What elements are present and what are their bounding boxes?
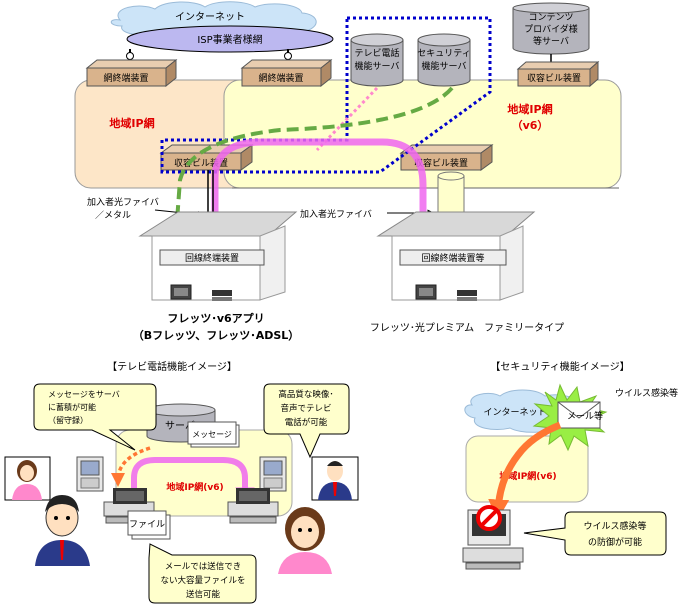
svg-text:コンテンツ: コンテンツ [528, 12, 573, 23]
message-document: メッセージ [187, 421, 240, 448]
region-right-label-v6: （v6） [512, 119, 549, 132]
svg-text:ファイル: ファイル [129, 520, 165, 530]
svg-text:プロバイダ様: プロバイダ様 [524, 23, 578, 35]
bubble-large-file: メールでは送信でき ない大容量ファイルを 送信可能 [148, 543, 257, 604]
isp-backbone: ISP事業者様網 [126, 25, 334, 53]
virus-traffic-arrow [488, 421, 562, 521]
svg-text:（留守録）: （留守録） [48, 415, 88, 425]
svg-text:／メタル: ／メタル [95, 210, 131, 221]
security-server: セキュリティ 機能サーバ [417, 33, 471, 87]
house-right: 回線終端装置等 [376, 211, 536, 301]
video-phone-right [259, 456, 287, 492]
svg-text:送信可能: 送信可能 [186, 589, 221, 600]
video-phone-left [76, 456, 104, 492]
edge-device-left: 網終端装置 [85, 58, 178, 88]
virus-label: ウイルス感染等 [615, 387, 678, 399]
svg-text:高品質な映像･: 高品質な映像･ [278, 389, 333, 400]
svg-text:メッセージをサーバ: メッセージをサーバ [48, 390, 120, 399]
svg-text:セキュリティ: セキュリティ [417, 48, 470, 59]
tv-peer-arrow [131, 457, 255, 507]
building-device-mid: 収容ビル装置 [399, 144, 494, 171]
svg-text:メールでは送信でき: メールでは送信でき [165, 561, 242, 572]
pc-right [227, 488, 279, 524]
mail-envelope: メール等 [557, 401, 603, 429]
svg-text:メッセージ: メッセージ [192, 430, 232, 439]
house-left: 回線終端装置 [138, 211, 298, 301]
svg-text:収容ビル装置: 収容ビル装置 [527, 72, 581, 84]
building-device-top: 収容ビル装置 [516, 60, 600, 88]
security-traffic-arrow [168, 86, 454, 255]
file-document: ファイル [127, 510, 171, 540]
svg-text:メール等: メール等 [567, 410, 603, 422]
svg-text:インターネット: インターネット [483, 407, 546, 418]
voicemail-arrow [111, 446, 151, 487]
fiber-metal-label: 加入者光ファイバ [87, 196, 159, 208]
svg-text:ウイルス感染等: ウイルス感染等 [583, 520, 646, 532]
svg-text:の防御が可能: の防御が可能 [588, 536, 642, 548]
internet-label: インターネット [175, 11, 245, 23]
svg-text:収容ビル装置: 収容ビル装置 [414, 157, 468, 169]
sec-pc [462, 509, 524, 570]
svg-text:に蓄積が可能: に蓄積が可能 [48, 402, 96, 412]
v6-peer-traffic-arrow [211, 138, 435, 264]
sec-region-cloud [465, 435, 589, 503]
svg-text:ない大容量ファイルを: ない大容量ファイルを [160, 575, 245, 586]
svg-text:音声でテレビ: 音声でテレビ [280, 403, 331, 414]
bubble-hd-video: 高品質な映像･ 音声でテレビ 電話が可能 [263, 383, 350, 459]
svg-text:電話が可能: 電話が可能 [285, 417, 328, 428]
bubble-voicemail: メッセージをサーバ に蓄積が可能 （留守録） [33, 383, 157, 451]
edge-right-label: 網終端装置 [258, 72, 303, 84]
edge-left-label: 網終端装置 [103, 72, 148, 84]
tv-section-title: 【テレビ電話機能イメージ】 [107, 360, 237, 373]
fiber-optical-label: 加入者光ファイバ [300, 208, 372, 220]
region-right-label: 地域IP網 [507, 102, 552, 116]
svg-text:機能サーバ: 機能サーバ [422, 60, 467, 72]
man-portrait [311, 456, 359, 501]
sec-section-title: 【セキュリティ機能イメージ】 [490, 360, 629, 373]
svg-text:等サーバ: 等サーバ [533, 35, 569, 47]
service-left-subtitle: （Bフレッツ、フレッツ･ADSL） [133, 329, 300, 342]
tv-server-link [315, 86, 379, 152]
sec-cloud-label: 地域IP網(v6) [499, 470, 556, 482]
woman-portrait [4, 456, 51, 501]
edge-device-right: 網終端装置 [240, 58, 333, 88]
tv-phone-server: テレビ電話 機能サーバ [350, 33, 404, 87]
bubble-virus-protection: ウイルス感染等 の防御が可能 [523, 511, 667, 556]
woman-avatar [278, 507, 332, 574]
block-icon [476, 505, 502, 531]
service-right-title: フレッツ･光プレミアム ファミリータイプ [370, 321, 564, 334]
service-left-title: フレッツ･v6アプリ [167, 311, 264, 325]
onu-right-label: 回線終端装置等 [421, 252, 484, 264]
svg-text:サーバ: サーバ [165, 420, 195, 432]
region-left-label: 地域IP網 [109, 116, 154, 130]
onu-left-label: 回線終端装置 [185, 252, 239, 264]
svg-text:機能サーバ: 機能サーバ [355, 60, 400, 72]
man-avatar [35, 495, 90, 566]
content-provider-server: コンテンツ プロバイダ様 等サーバ [512, 2, 590, 66]
isp-label: ISP事業者様網 [197, 33, 262, 46]
svg-text:テレビ電話: テレビ電話 [354, 47, 399, 59]
tv-cloud-label: 地域IP網(v6) [166, 481, 223, 493]
